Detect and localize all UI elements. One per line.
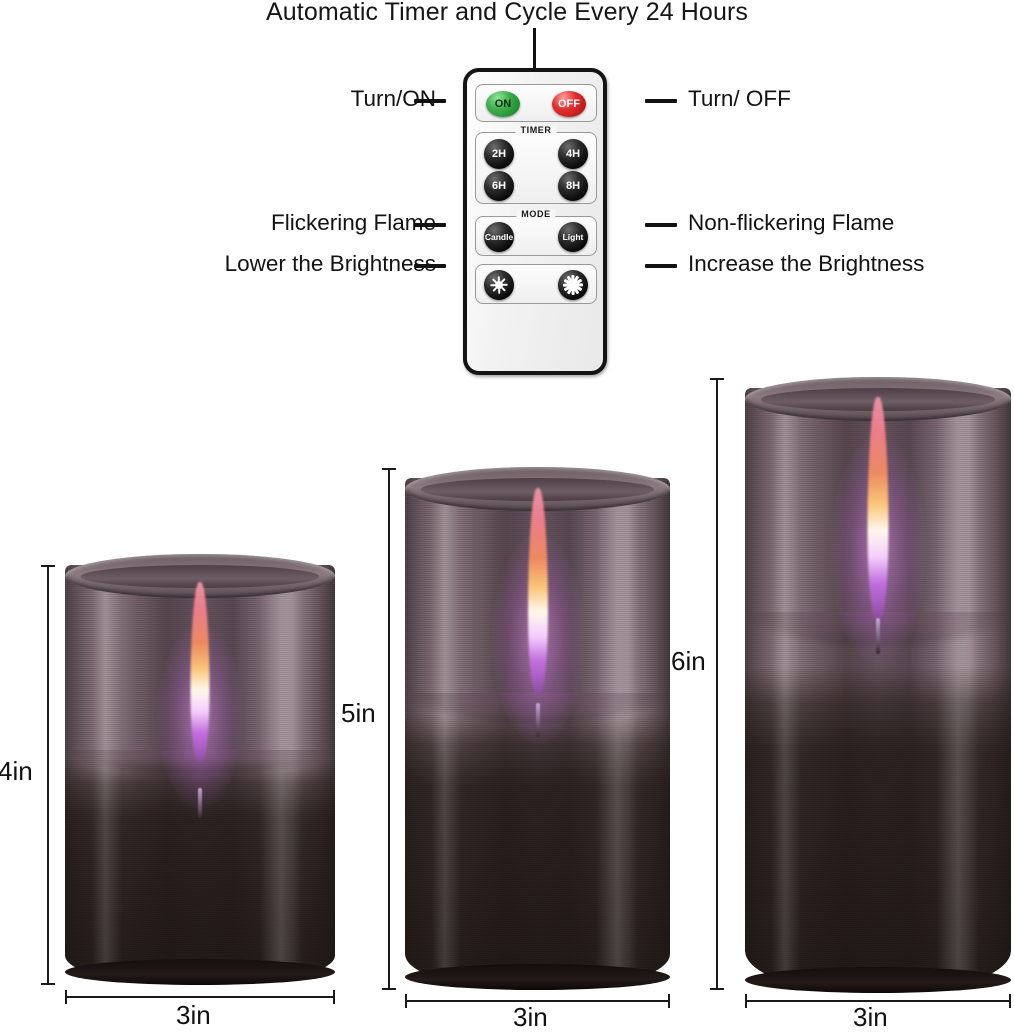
candle-5in-height-line <box>382 468 396 990</box>
sun-bright-icon <box>563 275 583 295</box>
timer-legend: TIMER <box>515 125 557 135</box>
timer-2h-button[interactable]: 2H <box>484 139 514 169</box>
mode-light-button[interactable]: Light <box>558 222 588 252</box>
candle-6in-height-label: 6in <box>671 646 706 676</box>
callout-non-flickering-flame-dash <box>645 223 677 227</box>
power-on-label: ON <box>494 97 512 110</box>
remote-control[interactable]: ON OFF TIMER 2H 4H 6H 8H MODE <box>463 68 607 375</box>
candle-4in-width-line <box>65 990 335 1004</box>
candle-5in-flame <box>527 488 548 695</box>
candle-4in-width-label: 3in <box>176 1000 211 1030</box>
callout-turn-on-label: Turn/ON <box>350 86 436 111</box>
mode-candle-button[interactable]: Candle <box>484 222 514 252</box>
callout-turn-off-dash <box>645 99 677 103</box>
sun-dim-icon <box>489 275 509 295</box>
remote-power-group: ON OFF <box>475 84 597 122</box>
candle-5in-wick <box>535 703 540 738</box>
remote-timer-group: TIMER 2H 4H 6H 8H <box>475 125 597 204</box>
candle-4in-height-label: 4in <box>0 756 33 786</box>
candle-4in-base <box>65 959 335 985</box>
candle-4in-wick <box>198 787 202 818</box>
candle-6in <box>745 377 1011 993</box>
timer-8h-label: 8H <box>565 179 581 192</box>
callout-increase-brightness-dash <box>645 264 677 268</box>
callout-flickering-flame: Flickering Flame <box>270 210 436 235</box>
mode-candle-label: Candle <box>484 231 514 242</box>
candle-6in-width-label: 3in <box>853 1002 888 1032</box>
timer-8h-button[interactable]: 8H <box>558 171 588 201</box>
callout-flickering-flame-dash <box>414 223 446 227</box>
candle-5in <box>405 467 670 990</box>
candle-4in-height-line <box>41 565 55 985</box>
remote-brightness-group <box>475 264 597 304</box>
power-on-button[interactable]: ON <box>486 91 520 117</box>
callout-turn-off-label: Turn/ OFF <box>688 86 791 111</box>
candle-6in-height-line <box>710 378 724 990</box>
mode-light-label: Light <box>562 231 584 242</box>
callout-lower-brightness-label: Lower the Brightness <box>224 251 436 276</box>
candle-5in-height-label: 5in <box>341 698 376 728</box>
callout-turn-on-dash <box>414 99 446 103</box>
candle-6in-width-line <box>745 994 1011 1008</box>
candle-5in-width-line <box>405 994 670 1008</box>
callout-increase-brightness: Increase the Brightness <box>688 251 925 276</box>
callout-non-flickering-flame-label: Non-flickering Flame <box>688 210 895 235</box>
page-title: Automatic Timer and Cycle Every 24 Hours <box>266 0 748 26</box>
remote-mode-group: MODE Candle Light <box>475 209 597 256</box>
callout-increase-brightness-label: Increase the Brightness <box>688 251 925 276</box>
candle-4in-flame <box>190 581 210 762</box>
callout-turn-off: Turn/ OFF <box>688 86 791 111</box>
timer-6h-button[interactable]: 6H <box>484 171 514 201</box>
callout-flickering-flame-label: Flickering Flame <box>270 210 436 235</box>
candle-6in-base <box>745 967 1011 993</box>
brightness-down-button[interactable] <box>484 270 514 300</box>
mode-legend: MODE <box>516 209 556 219</box>
timer-6h-label: 6H <box>491 179 507 192</box>
candle-6in-flame <box>867 397 889 620</box>
candle-5in-base <box>405 964 670 990</box>
brightness-up-button[interactable] <box>558 270 588 300</box>
power-off-label: OFF <box>558 97 580 110</box>
candle-4in <box>65 554 335 985</box>
candle-6in-wick <box>876 617 880 654</box>
candle-5in-width-label: 3in <box>513 1002 548 1032</box>
power-off-button[interactable]: OFF <box>552 91 586 117</box>
callout-lower-brightness: Lower the Brightness <box>224 251 436 276</box>
callout-lower-brightness-dash <box>414 264 446 268</box>
timer-4h-button[interactable]: 4H <box>558 139 588 169</box>
timer-4h-label: 4H <box>565 147 581 160</box>
timer-2h-label: 2H <box>491 147 507 160</box>
callout-non-flickering-flame: Non-flickering Flame <box>688 210 895 235</box>
callout-turn-on: Turn/ON <box>350 86 436 111</box>
